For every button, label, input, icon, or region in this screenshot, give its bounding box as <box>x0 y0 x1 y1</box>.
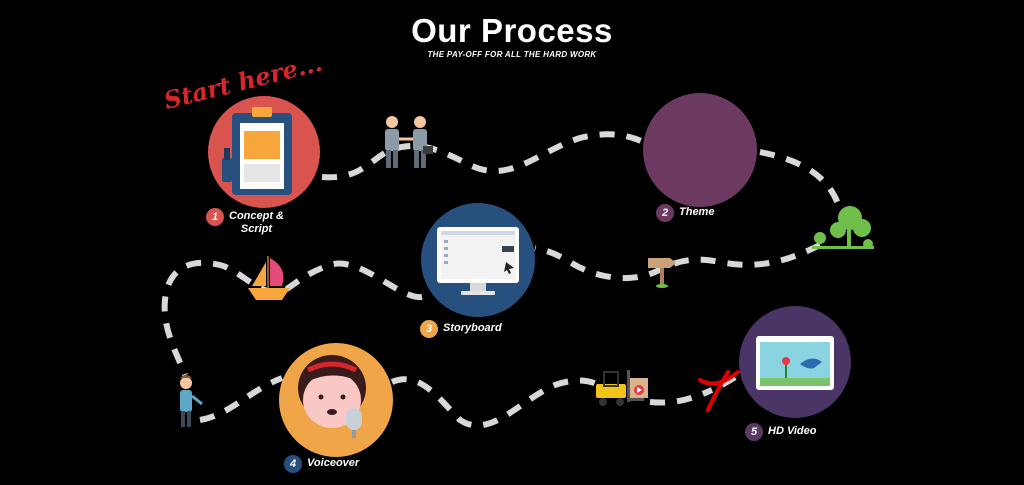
step-1-circle <box>208 96 320 208</box>
man-standing-icon <box>180 375 203 427</box>
step-2-label-text: Theme <box>679 206 715 218</box>
step-1-label-line2: Script <box>240 223 273 235</box>
step-1-number: 1 <box>206 208 224 226</box>
step-2-number: 2 <box>656 204 674 222</box>
step-2-circle <box>643 93 757 207</box>
clipboard-icon <box>232 107 292 195</box>
red-x-mark-icon <box>698 370 740 412</box>
sailboat-icon <box>248 256 290 300</box>
step-4-label: 4 Voiceover <box>284 455 359 473</box>
businessmen-handshake-icon <box>385 116 433 168</box>
step-4-circle <box>279 343 393 457</box>
trees-icon <box>812 206 874 249</box>
bottle-icon <box>222 148 232 182</box>
signpost-icon <box>648 258 676 288</box>
step-5-label-text: HD Video <box>768 425 817 437</box>
step-4-number: 4 <box>284 455 302 473</box>
step-3-label: 3 Storyboard <box>420 320 502 338</box>
step-3-label-text: Storyboard <box>443 322 502 334</box>
video-screen-icon <box>756 336 834 390</box>
step-5-label: 5 HD Video <box>745 423 817 441</box>
step-1-label-line1: Concept & <box>229 210 284 222</box>
step-4-label-text: Voiceover <box>307 457 360 469</box>
step-3-number: 3 <box>420 320 438 338</box>
page-title: Our Process <box>411 12 613 49</box>
step-2-label: 2 Theme <box>656 204 714 222</box>
forklift-icon <box>596 370 648 406</box>
process-path <box>161 131 843 429</box>
monitor-icon <box>437 227 519 295</box>
step-3-circle <box>421 203 535 317</box>
voiceover-girl-icon <box>298 355 366 438</box>
page-subtitle: THE PAY-OFF FOR ALL THE HARD WORK <box>427 50 597 59</box>
step-5-number: 5 <box>745 423 763 441</box>
step-5-circle <box>739 306 851 418</box>
step-1-label: 1 Concept & Script <box>206 208 284 236</box>
